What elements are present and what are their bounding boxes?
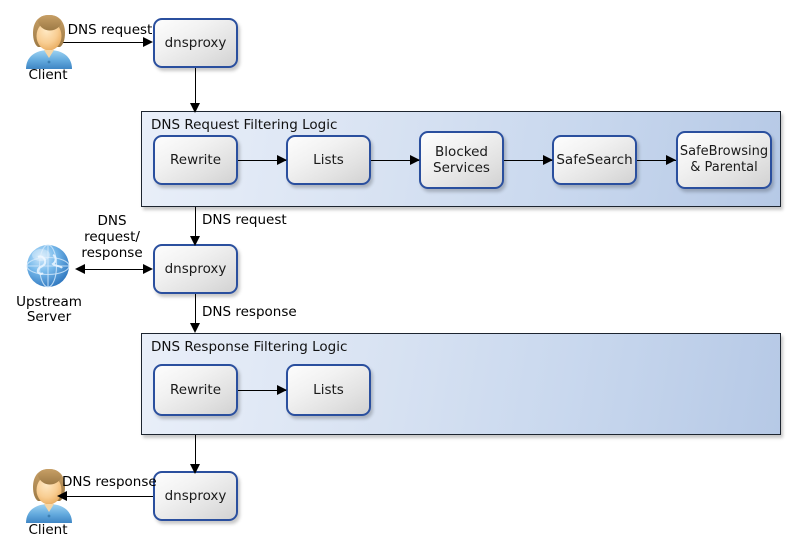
actor-caption-client-top: Client — [28, 67, 68, 83]
edge-rewrite-to-lists-arrowhead — [277, 155, 287, 165]
edge-proxy2-to-upstream-arrowhead-right — [143, 264, 153, 274]
stage-rewrite-response[interactable]: Rewrite — [153, 364, 238, 416]
edge-blocked-to-safesearch-line — [504, 160, 553, 161]
edge-proxy2-to-response-filter-line — [195, 294, 196, 326]
edge-response-filter-to-proxy3-arrowhead — [190, 464, 200, 474]
globe-icon — [26, 244, 70, 288]
dnsproxy-bottom-node[interactable]: dnsproxy — [153, 471, 238, 521]
edge-label-proxy2-to-upstream: DNS request/ response — [81, 213, 143, 261]
stage-rewrite[interactable]: Rewrite — [153, 135, 238, 185]
actor-caption-client-bottom: Client — [28, 522, 68, 538]
edge-safesearch-to-safebrowsing-arrowhead — [666, 155, 676, 165]
panel-title-response-filtering: DNS Response Filtering Logic — [151, 339, 348, 355]
stage-lists-response[interactable]: Lists — [286, 364, 371, 416]
edge-blocked-to-safesearch-arrowhead — [543, 155, 553, 165]
edge-client-to-proxy-line — [62, 42, 144, 43]
edge-proxy-to-request-filter-arrowhead — [190, 103, 200, 113]
edge-proxy-to-request-filter-line — [195, 68, 196, 105]
edge-safesearch-to-safebrowsing-line — [637, 160, 676, 161]
edge-proxy2-to-response-filter-arrowhead — [190, 323, 200, 333]
edge-label-request-filter-to-proxy2: DNS request — [202, 212, 287, 228]
edge-proxy3-to-client-arrowhead — [57, 491, 67, 501]
dnsproxy-middle-node[interactable]: dnsproxy — [153, 244, 238, 294]
stage-lists[interactable]: Lists — [286, 135, 371, 185]
stage-safebrowsing-parental[interactable]: SafeBrowsing & Parental — [676, 131, 772, 189]
edge-label-proxy2-to-response-filter: DNS response — [202, 304, 297, 320]
user-icon — [26, 469, 72, 523]
user-icon — [26, 15, 72, 69]
edge-response-filter-to-proxy3-line — [195, 435, 196, 467]
edge-request-filter-to-proxy2-arrowhead — [190, 236, 200, 246]
stage-safesearch[interactable]: SafeSearch — [552, 135, 637, 185]
edge-lists-to-blocked-arrowhead — [410, 155, 420, 165]
edge-rewrite-to-lists-line — [238, 160, 287, 161]
edge-proxy2-to-upstream-arrowhead-left — [75, 264, 85, 274]
edge-request-filter-to-proxy2-line — [195, 207, 196, 240]
panel-title-request-filtering: DNS Request Filtering Logic — [151, 117, 338, 133]
edge-proxy2-to-upstream-line — [83, 269, 145, 270]
edge-lists-to-blocked-line — [371, 160, 420, 161]
edge-rewrite-to-lists-response-arrowhead — [277, 385, 287, 395]
edge-client-to-proxy-arrowhead — [143, 37, 153, 47]
edge-rewrite-to-lists-response-line — [238, 390, 287, 391]
edge-proxy3-to-client-line — [66, 496, 154, 497]
actor-caption-upstream: Upstream Server — [16, 294, 82, 325]
edge-label-proxy3-to-client: DNS response — [62, 474, 157, 490]
edge-label-client-to-proxy: DNS request — [67, 22, 153, 38]
panel-response-filtering: DNS Response Filtering Logic — [141, 333, 781, 435]
stage-blocked-services[interactable]: Blocked Services — [419, 131, 504, 189]
dnsproxy-top-node[interactable]: dnsproxy — [153, 18, 238, 68]
